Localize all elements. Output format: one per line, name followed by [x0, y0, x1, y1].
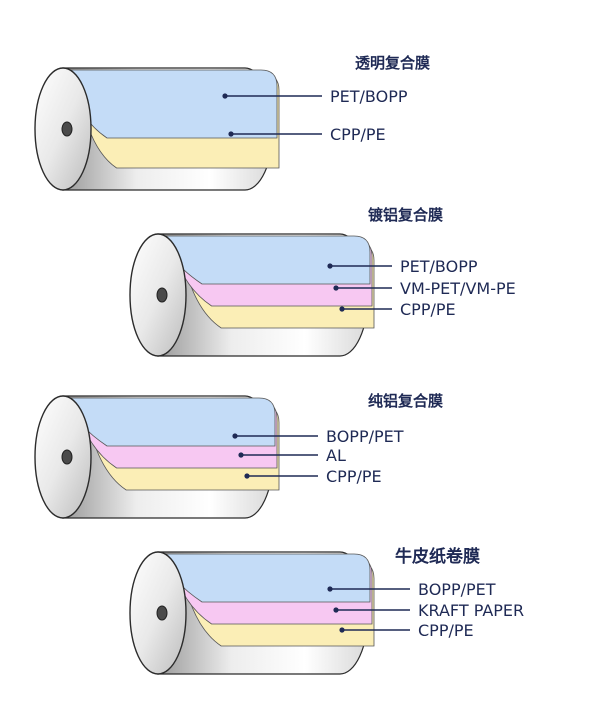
layer-label: CPP/PE: [400, 300, 456, 319]
layer-label: PET/BOPP: [330, 87, 408, 106]
roll-core: [156, 287, 168, 303]
layer-label: BOPP/PET: [326, 427, 404, 446]
layer-label: KRAFT PAPER: [418, 601, 524, 620]
layer-label: BOPP/PET: [418, 580, 496, 599]
roll-title: 纯铝复合膜: [368, 392, 443, 410]
layer-label: AL: [326, 446, 346, 465]
layer-label: PET/BOPP: [400, 257, 478, 276]
layer-label: CPP/PE: [418, 621, 474, 640]
roll-core: [156, 605, 168, 621]
film-layer-1: [161, 553, 371, 603]
roll-title: 镀铝复合膜: [368, 206, 443, 224]
film-layer-1: [161, 235, 371, 285]
roll-transparent: 透明复合膜 PET/BOPP CPP/PE: [34, 54, 430, 191]
film-layer-1: [66, 69, 278, 139]
roll-title: 牛皮纸卷膜: [395, 546, 480, 567]
roll-core: [61, 121, 73, 137]
layer-label: CPP/PE: [326, 467, 382, 486]
roll-core: [61, 449, 73, 465]
roll-title: 透明复合膜: [355, 54, 430, 72]
layer-label: VM-PET/VM-PE: [400, 279, 516, 298]
layer-label: CPP/PE: [330, 125, 386, 144]
film-layer-1: [66, 397, 276, 447]
roll-vm: 镀铝复合膜 PET/BOPP VM-PET/VM-PE CPP/PE: [129, 206, 516, 357]
